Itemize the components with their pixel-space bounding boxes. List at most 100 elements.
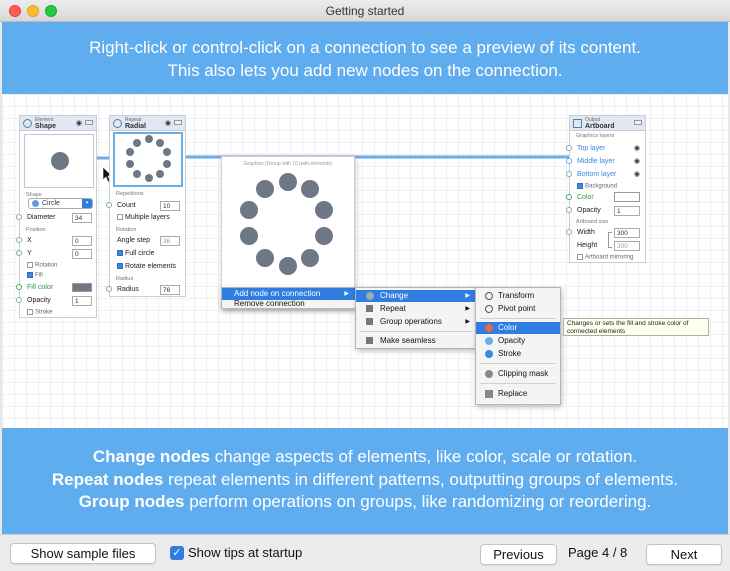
- radial-preview: [113, 132, 183, 187]
- input-port[interactable]: [16, 250, 22, 256]
- group-nodes-tip: Group nodes perform operations on groups…: [78, 492, 652, 511]
- eye-icon[interactable]: ◉: [633, 158, 640, 165]
- node-collapse-icon[interactable]: [85, 120, 93, 125]
- angle-step-field[interactable]: 36: [160, 236, 180, 246]
- submenu-item-change[interactable]: Change▶: [356, 290, 476, 302]
- opacity-field[interactable]: 1: [614, 206, 640, 216]
- full-circle-toggle[interactable]: Full circle: [117, 250, 155, 257]
- eye-icon[interactable]: ◉: [75, 120, 82, 127]
- shape-node[interactable]: Element Shape ◉ Shape Circle ▾ Diameter …: [16, 115, 97, 318]
- circle-shape-preview: [51, 152, 69, 170]
- layer-middle[interactable]: Middle layer: [577, 158, 615, 165]
- input-port[interactable]: [106, 286, 112, 292]
- radial-node[interactable]: Repeat Radial ◉ Repetitions Count 10 Mul…: [106, 115, 186, 297]
- input-port[interactable]: [16, 237, 22, 243]
- width-label: Width: [577, 229, 595, 236]
- background-color-swatch[interactable]: [614, 192, 640, 202]
- repeat-node-icon: [113, 119, 122, 128]
- show-tips-checkbox[interactable]: ✓: [170, 546, 184, 560]
- change-item-clipping-mask[interactable]: Clipping mask: [476, 368, 560, 380]
- input-port[interactable]: [566, 229, 572, 235]
- node-collapse-icon[interactable]: [174, 120, 182, 125]
- stroke-icon: [485, 350, 493, 358]
- input-port[interactable]: [566, 145, 572, 151]
- previous-button[interactable]: Previous: [480, 544, 557, 565]
- eye-icon[interactable]: ◉: [164, 120, 171, 127]
- angle-step-label: Angle step: [117, 237, 151, 244]
- input-port[interactable]: [566, 207, 572, 213]
- height-field[interactable]: 300: [614, 241, 640, 251]
- opacity-field[interactable]: 1: [72, 296, 92, 306]
- section-label: Artboard size: [576, 219, 609, 225]
- color-tooltip: Changes or sets the fill and stroke colo…: [563, 318, 709, 336]
- fill-color-swatch[interactable]: [72, 283, 92, 292]
- input-port[interactable]: [106, 202, 112, 208]
- submenu-item-group-operations[interactable]: Group operations▶: [356, 316, 476, 328]
- change-item-replace[interactable]: Replace: [476, 388, 560, 400]
- show-sample-files-button[interactable]: Show sample files: [10, 543, 156, 564]
- change-submenu: Transform Pivot point Color Opacity Stro…: [475, 287, 561, 405]
- minimize-window-button[interactable]: [27, 5, 39, 17]
- node-title: Radial: [125, 123, 147, 130]
- replace-icon: [485, 390, 493, 398]
- input-port[interactable]: [16, 284, 22, 290]
- eye-icon[interactable]: ◉: [633, 145, 640, 152]
- artboard-mirroring-toggle[interactable]: Artboard mirroring: [577, 254, 633, 261]
- section-label: Position: [26, 227, 46, 233]
- input-port-connected[interactable]: [566, 158, 572, 164]
- menu-item-remove-connection[interactable]: Remove connection: [234, 299, 305, 308]
- artboard-node-header[interactable]: Output Artboard: [570, 116, 645, 131]
- node-collapse-icon[interactable]: [634, 120, 642, 125]
- submenu-item-make-seamless[interactable]: Make seamless: [356, 335, 476, 347]
- section-label: Rotation: [116, 227, 137, 233]
- x-field[interactable]: 0: [72, 236, 92, 246]
- change-item-stroke[interactable]: Stroke: [476, 348, 560, 360]
- next-button[interactable]: Next: [646, 544, 722, 565]
- link-icon[interactable]: [608, 232, 612, 248]
- diameter-field[interactable]: 34: [72, 213, 92, 223]
- tip-banner-top: Right-click or control-click on a connec…: [2, 22, 728, 94]
- shape-type-select[interactable]: Circle ▾: [28, 198, 93, 209]
- node-title: Shape: [35, 123, 57, 130]
- tip-line-1: Right-click or control-click on a connec…: [89, 38, 641, 57]
- circle-icon: [32, 200, 39, 207]
- multiple-layers-toggle[interactable]: Multiple layers: [117, 214, 170, 221]
- stroke-toggle[interactable]: Stroke: [27, 309, 52, 316]
- menu-item-add-node[interactable]: Add node on connection▶: [222, 288, 355, 300]
- show-tips-label[interactable]: Show tips at startup: [188, 545, 303, 560]
- node-category: Output: [585, 117, 601, 123]
- artboard-node[interactable]: Output Artboard Graphics layers Top laye…: [566, 115, 646, 263]
- shape-node-header[interactable]: Element Shape ◉: [20, 116, 96, 131]
- eye-icon[interactable]: ◉: [633, 171, 640, 178]
- node-category: Element: [35, 117, 54, 123]
- change-item-pivot-point[interactable]: Pivot point: [476, 303, 560, 315]
- submenu-item-repeat[interactable]: Repeat▶: [356, 303, 476, 315]
- input-port[interactable]: [566, 194, 572, 200]
- section-label: Radius: [116, 276, 134, 282]
- input-port[interactable]: [16, 214, 22, 220]
- radius-label: Radius: [117, 286, 139, 293]
- width-field[interactable]: 300: [614, 228, 640, 238]
- input-port[interactable]: [566, 171, 572, 177]
- rotate-elements-toggle[interactable]: Rotate elements: [117, 263, 176, 270]
- y-field[interactable]: 0: [72, 249, 92, 259]
- background-toggle[interactable]: Background: [577, 183, 617, 190]
- count-field[interactable]: 10: [160, 201, 180, 211]
- close-window-button[interactable]: [9, 5, 21, 17]
- zoom-window-button[interactable]: [45, 5, 57, 17]
- layer-bottom[interactable]: Bottom layer: [577, 171, 617, 178]
- section-label: Shape: [26, 192, 42, 198]
- radius-field[interactable]: 76: [160, 285, 180, 295]
- section-label: Graphics layers: [576, 133, 615, 139]
- radial-node-header[interactable]: Repeat Radial ◉: [110, 116, 185, 131]
- input-port[interactable]: [16, 297, 22, 303]
- seamless-icon: [366, 337, 373, 344]
- fill-toggle[interactable]: Fill: [27, 272, 43, 279]
- section-label: Repetitions: [116, 191, 144, 197]
- rotation-toggle[interactable]: Rotation: [27, 262, 57, 269]
- node-canvas[interactable]: Element Shape ◉ Shape Circle ▾ Diameter …: [2, 94, 728, 428]
- change-item-transform[interactable]: Transform: [476, 290, 560, 302]
- change-item-opacity[interactable]: Opacity: [476, 335, 560, 347]
- layer-top[interactable]: Top layer: [577, 145, 606, 152]
- change-item-color[interactable]: Color: [476, 322, 560, 334]
